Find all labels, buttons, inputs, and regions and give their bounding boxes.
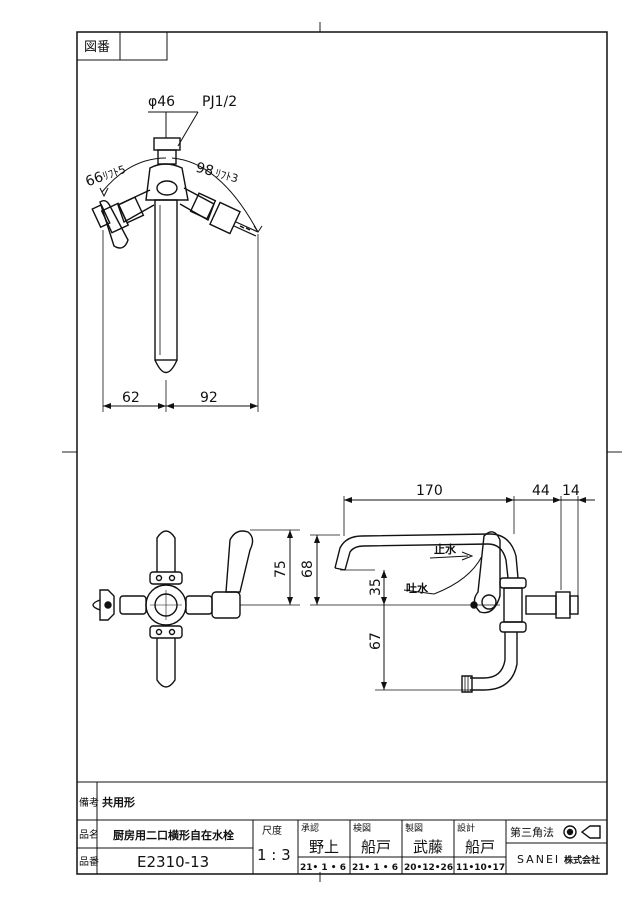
remarks-value: 共用形 [102,795,135,809]
name-value: 厨房用二口横形自在水栓 [113,828,234,842]
left-angle-label: 66 ﾘﾌﾄ5 [83,163,128,190]
svg-text:ﾘﾌﾄ5: ﾘﾌﾄ5 [101,163,128,183]
span-dimension: 170 [416,483,443,499]
diameter-label: φ46 [148,94,175,110]
side-view [310,496,595,693]
company-name: SANEI [517,853,560,866]
remarks-label: 備考 [79,796,99,809]
svg-text:ﾘﾌﾄ3: ﾘﾌﾄ3 [214,167,240,186]
draft-name: 武藤 [413,838,443,856]
svg-text:98: 98 [194,160,215,180]
drawing-number-label: 図番 [84,40,110,55]
thread-label: PJ1/2 [202,94,237,110]
check-name: 船戸 [361,838,391,856]
draft-label: 製図 [405,822,423,834]
height-c-dimension: 67 [368,632,384,650]
front-view [92,529,300,688]
right-angle-label: 98 ﾘﾌﾄ3 [194,160,240,186]
company-suffix: 株式会社 [564,854,600,866]
projection-label: 第三角法 [510,825,554,839]
number-value: E2310-13 [137,853,209,871]
number-label: 品番 [79,856,99,868]
left-height-dimension: 75 [273,560,289,578]
scale-value: 1 : 3 [257,846,291,864]
title-block [77,781,607,874]
third-angle-projection-icon [563,825,601,839]
check-label: 検図 [353,822,371,834]
drawing-frame [76,31,608,875]
name-label: 品名 [79,828,99,841]
draft-date: 20•12•26 [404,863,453,873]
design-label: 設計 [457,822,475,834]
approve-date: 21• 1 • 6 [300,863,346,873]
approve-name: 野上 [309,838,339,856]
right-a-dimension: 44 [532,483,550,499]
design-date: 11•10•17 [456,863,505,873]
svg-text:66: 66 [83,169,105,190]
top-view [91,111,263,412]
design-name: 船戸 [465,838,495,856]
center-marks [62,22,622,882]
check-date: 21• 1 • 6 [352,863,398,873]
right-width-dimension: 92 [200,390,218,406]
right-b-dimension: 14 [562,483,580,499]
height-a-dimension: 68 [300,560,316,578]
drawing-number-box: 図番 [76,31,168,61]
height-b-dimension: 35 [368,578,384,596]
stop-water-label: 止水 [434,542,457,556]
scale-label: 尺度 [262,824,282,837]
approve-label: 承認 [301,822,319,834]
left-width-dimension: 62 [122,390,140,406]
flow-water-label: 吐水 [406,581,429,595]
